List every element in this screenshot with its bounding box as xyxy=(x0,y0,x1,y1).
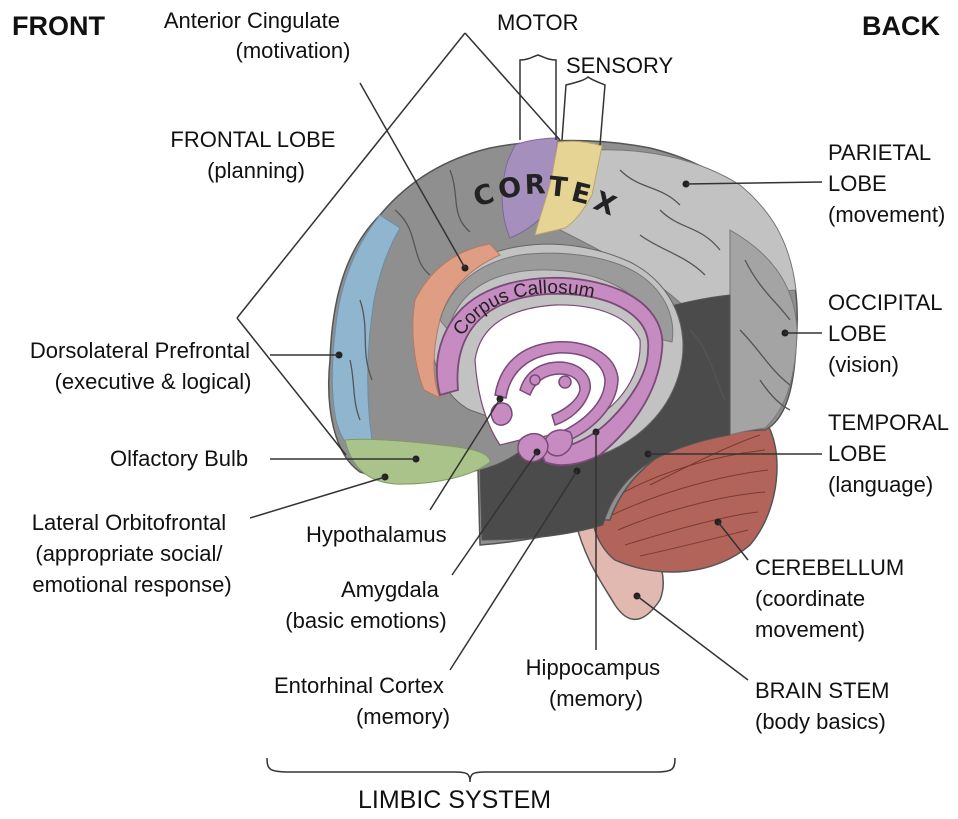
temporal-lobe-label: TEMPORAL LOBE (language) xyxy=(828,410,954,497)
sulci xyxy=(349,169,791,421)
prefrontal-region xyxy=(331,214,401,451)
parietal-lobe-label: PARIETAL LOBE (movement) xyxy=(828,140,945,227)
cerebellum-folds xyxy=(609,434,769,557)
cortex-letter: O xyxy=(496,171,524,206)
brain-stem-label: BRAIN STEM (body basics) xyxy=(755,678,896,734)
back-label: BACK xyxy=(862,11,940,41)
region-labels: Anterior Cingulate (motivation) MOTOR SE… xyxy=(30,8,954,814)
anterior-cingulate-label: Anterior Cingulate (motivation) xyxy=(164,8,351,63)
header-labels: FRONT BACK xyxy=(12,11,940,41)
sensory-label: SENSORY xyxy=(566,53,674,78)
limbic-structures xyxy=(490,341,619,463)
limbic-system-label: LIMBIC SYSTEM xyxy=(358,786,551,814)
sensory-region xyxy=(534,140,603,236)
motor-label: MOTOR xyxy=(497,10,578,35)
cerebellum-label: CEREBELLUM (coordinate movement) xyxy=(755,555,910,642)
entorhinal-cortex-label: Entorhinal Cortex (memory) xyxy=(274,673,450,729)
olfactory-bulb-label: Olfactory Bulb xyxy=(110,446,248,471)
dorsolateral-prefrontal-label: Dorsolateral Prefrontal (executive & log… xyxy=(30,338,256,394)
leader-lines xyxy=(236,32,823,783)
occipital-region xyxy=(729,229,798,436)
occipital-lobe-label: OCCIPITAL LOBE (vision) xyxy=(828,290,948,377)
frontal-lobe-label: FRONTAL LOBE (planning) xyxy=(170,127,341,183)
corpus-callosum-shape xyxy=(436,276,664,466)
lateral-orbitofrontal-label: Lateral Orbitofrontal (appropriate socia… xyxy=(32,510,233,597)
brain-illustration xyxy=(328,137,798,621)
cingulate-band xyxy=(439,252,674,343)
cortex-letter: T xyxy=(547,171,569,204)
cortex-letter: R xyxy=(524,169,546,201)
hypothalamus-label: Hypothalamus xyxy=(306,522,447,547)
front-label: FRONT xyxy=(12,11,105,41)
hippocampus-label: Hippocampus (memory) xyxy=(526,655,667,711)
amygdala-label: Amygdala (basic emotions) xyxy=(285,577,446,633)
